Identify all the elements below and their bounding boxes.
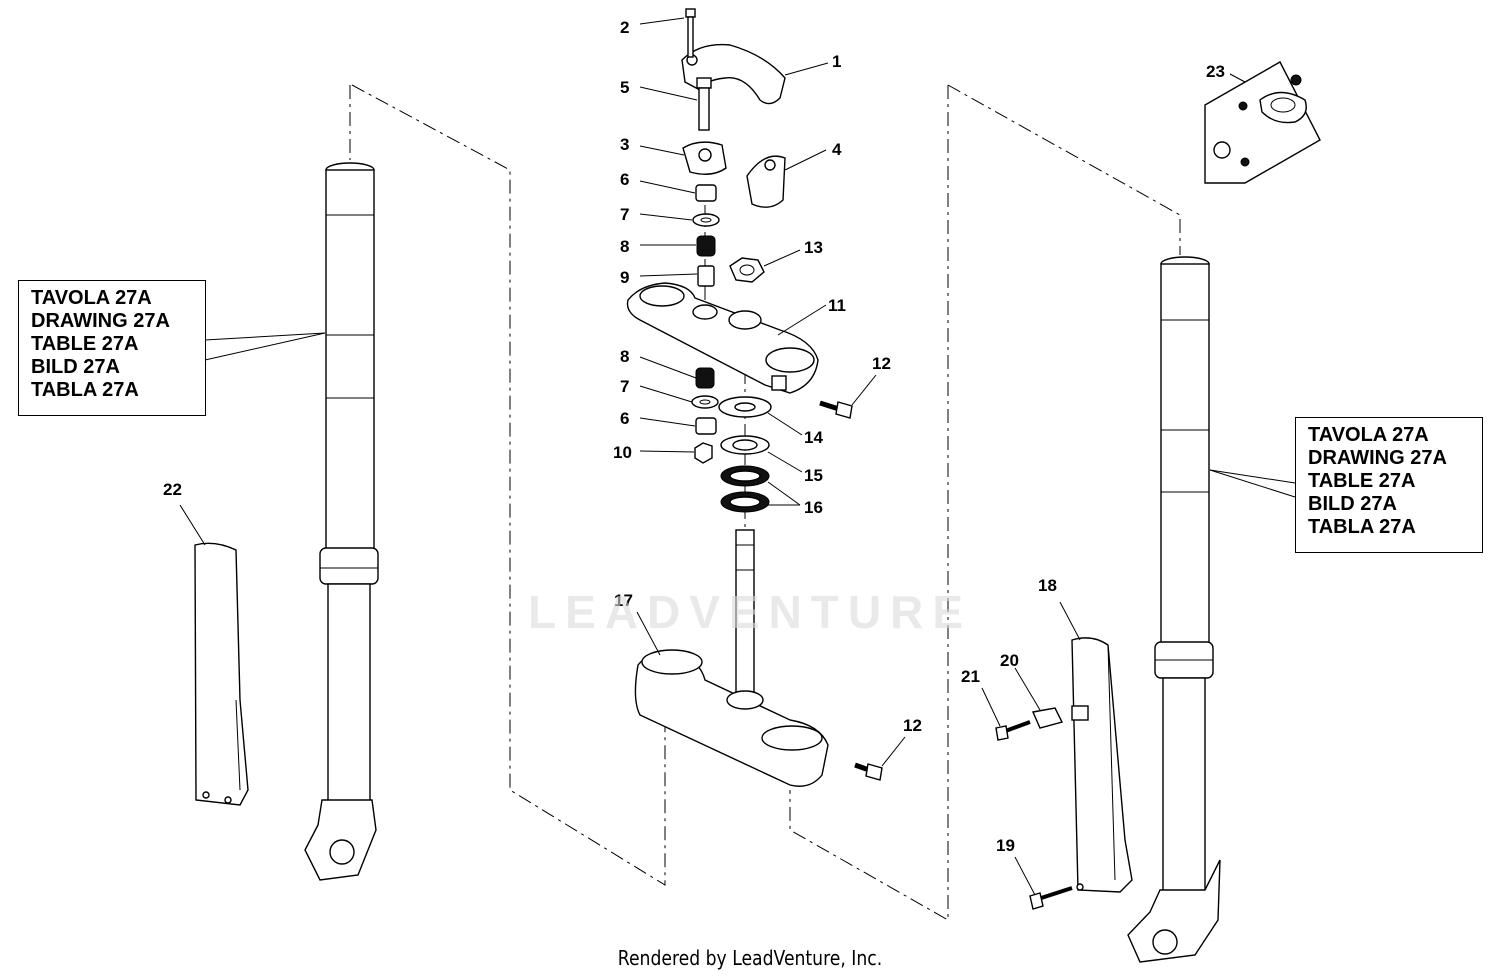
left-reference-leader xyxy=(204,332,326,361)
nut-13 xyxy=(729,249,801,283)
callout-16: 16 xyxy=(804,498,823,517)
ref-right-line-4: BILD 27A xyxy=(1308,493,1397,515)
bolt-12-upper xyxy=(819,374,877,419)
callout-6a: 6 xyxy=(620,170,629,189)
ref-left-line-3: TABLE 27A xyxy=(31,333,139,355)
callout-18: 18 xyxy=(1038,576,1057,595)
upper-triple-clamp xyxy=(626,282,827,394)
handlebar-upper-clamp xyxy=(681,43,829,105)
callout-23: 23 xyxy=(1206,62,1225,81)
bearing-15 xyxy=(720,435,803,473)
callout-12a: 12 xyxy=(872,354,891,373)
lower-clamp-4 xyxy=(746,149,827,208)
fork-guard-22 xyxy=(179,504,249,806)
ref-left-line-4: BILD 27A xyxy=(31,356,120,378)
watermark: LEADVENTURE xyxy=(527,586,973,638)
rubber-8-lower xyxy=(639,356,715,389)
bearing-race-16 xyxy=(720,465,801,513)
ref-right-line-2: DRAWING 27A xyxy=(1308,447,1447,469)
clamp-20 xyxy=(1014,667,1064,729)
callout-7b: 7 xyxy=(620,377,629,396)
footer-credit: Rendered by LeadVenture, Inc. xyxy=(617,946,883,970)
steering-stem-lower-clamp xyxy=(634,529,829,787)
callout-14: 14 xyxy=(804,428,823,447)
callout-1: 1 xyxy=(832,52,841,71)
callout-19: 19 xyxy=(996,836,1015,855)
washer-7-upper xyxy=(639,213,720,227)
fork-guard-18 xyxy=(1059,601,1133,893)
ref-left-line-1: TAVOLA 27A xyxy=(31,287,152,309)
right-reference-leader xyxy=(1209,469,1296,498)
spacer-6-lower xyxy=(639,417,717,435)
spacer-6-upper xyxy=(639,180,717,202)
dust-seal-14 xyxy=(718,396,803,436)
lower-clamp-3 xyxy=(639,141,727,175)
ref-right-line-3: TABLE 27A xyxy=(1308,470,1416,492)
callout-5: 5 xyxy=(620,78,629,97)
ref-right-line-1: TAVOLA 27A xyxy=(1308,424,1429,446)
callout-13: 13 xyxy=(804,238,823,257)
right-fork-leg xyxy=(1127,256,1221,963)
bolt-5 xyxy=(639,77,712,131)
ref-right-line-5: TABLA 27A xyxy=(1308,516,1416,538)
bolt-19 xyxy=(1014,856,1073,910)
left-fork-leg xyxy=(304,162,379,881)
ref-left-line-5: TABLA 27A xyxy=(31,379,139,401)
bolt-21 xyxy=(981,687,1031,741)
callout-6b: 6 xyxy=(620,409,629,428)
right-reference-box: TAVOLA 27A DRAWING 27A TABLE 27A BILD 27… xyxy=(1295,417,1483,553)
callout-22: 22 xyxy=(163,480,182,499)
callout-4: 4 xyxy=(832,140,842,159)
callout-7a: 7 xyxy=(620,205,629,224)
spacer-9 xyxy=(639,265,715,287)
nut-10 xyxy=(639,442,713,464)
callout-21: 21 xyxy=(961,667,980,686)
hardware-kit-23 xyxy=(1204,61,1321,184)
washer-7-lower xyxy=(639,385,719,409)
callout-3: 3 xyxy=(620,135,629,154)
callout-12b: 12 xyxy=(903,716,922,735)
left-reference-box: TAVOLA 27A DRAWING 27A TABLE 27A BILD 27… xyxy=(18,280,206,416)
callout-17: 17 xyxy=(614,591,633,610)
callout-numbers: 1 2 3 4 5 6 7 8 9 8 7 6 10 11 12 12 13 1… xyxy=(163,18,1225,855)
callout-15: 15 xyxy=(804,466,823,485)
rubber-8-upper xyxy=(640,235,716,257)
callout-10: 10 xyxy=(613,443,632,462)
bolt-2 xyxy=(639,8,696,58)
bolt-12-lower xyxy=(854,736,906,781)
ref-left-line-2: DRAWING 27A xyxy=(31,310,170,332)
callout-8b: 8 xyxy=(620,347,629,366)
callout-2: 2 xyxy=(620,18,629,37)
callout-8a: 8 xyxy=(620,237,629,256)
callout-11: 11 xyxy=(828,296,846,315)
callout-9: 9 xyxy=(620,268,629,287)
callout-20: 20 xyxy=(1000,651,1019,670)
